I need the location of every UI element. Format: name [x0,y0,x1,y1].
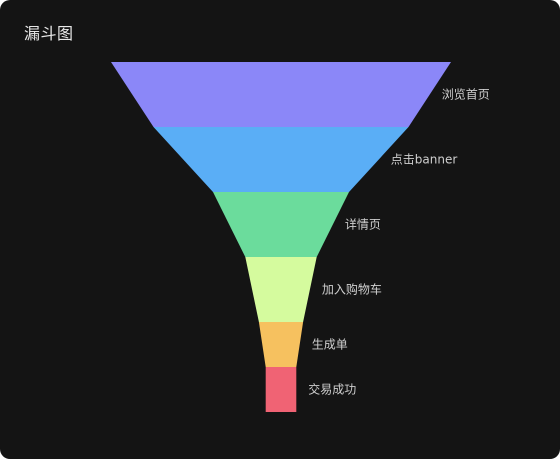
funnel-stage-label: 生成单 [312,338,348,352]
funnel-stage-4[interactable] [245,257,317,322]
funnel-stage-2[interactable] [153,127,409,192]
chart-title: 漏斗图 [24,24,74,43]
funnel-stage-label: 加入购物车 [322,282,382,297]
funnel-stage-1[interactable] [111,62,451,127]
funnel-stage-label: 浏览首页 [442,87,490,102]
funnel-stage-5[interactable] [258,322,304,367]
funnel-stage-3[interactable] [213,192,349,257]
funnel-stage-label: 详情页 [345,217,381,232]
funnel-stage-6[interactable] [265,367,297,412]
funnel-stage-label: 交易成功 [308,382,356,397]
funnel-stage-label: 点击banner [391,153,458,167]
